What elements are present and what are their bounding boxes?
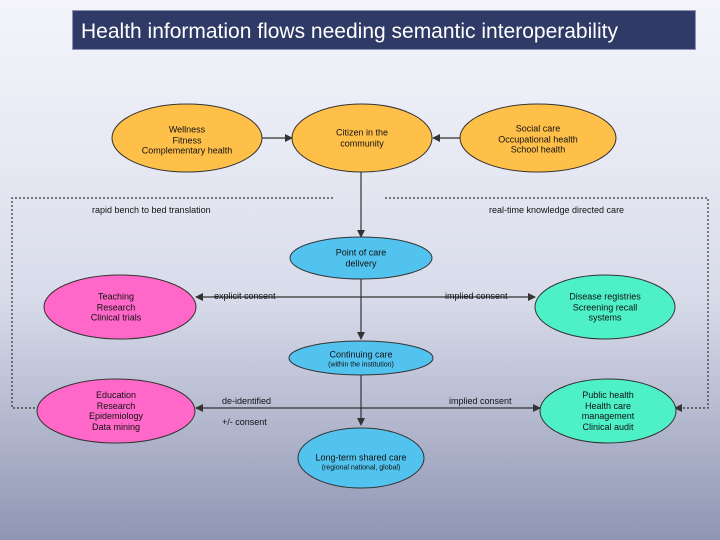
wellness-node [111, 103, 263, 173]
citizen-line: Citizen in the [335, 127, 389, 138]
point-of-care-node [289, 236, 433, 280]
teaching-label: Teaching Research Clinical trials [91, 291, 142, 323]
social-node [459, 103, 617, 173]
realtime-care-loop [385, 197, 709, 412]
citizen-label: Citizen in the community [336, 128, 388, 149]
social-label: Social care Occupational health School h… [498, 123, 578, 155]
public-health-line: Public health [582, 390, 634, 400]
continuing-node [288, 340, 434, 376]
education-line: Education [95, 390, 137, 400]
social-line: Occupational health [498, 133, 578, 144]
disease-label: Disease registries Screening recall syst… [569, 291, 641, 323]
consent-label: +/- consent [222, 417, 267, 427]
continuing-line: Continuing care [329, 349, 393, 360]
rapid-translation-label: rapid bench to bed translation [92, 205, 211, 215]
deidentified-label: de-identified [222, 396, 272, 406]
slide-title: Health information flows needing semanti… [81, 20, 618, 43]
teaching-line: Research [96, 301, 136, 312]
teaching-line: Clinical trials [90, 312, 142, 323]
realtime-care-label: real-time knowledge directed care [489, 205, 625, 215]
public-health-node [539, 378, 677, 444]
continuing-sub: (within the institution) [328, 361, 394, 368]
social-line: Social care [515, 123, 561, 134]
disease-line: systems [588, 312, 622, 323]
education-label: Education Research Epidemiology Data min… [89, 390, 143, 432]
social-line: School health [510, 144, 566, 155]
longterm-line: Long-term shared care [315, 452, 407, 463]
teaching-line: Teaching [97, 291, 135, 302]
citizen-node [291, 103, 433, 173]
explicit-consent-label: explicit consent [214, 291, 276, 301]
public-health-line: Health care [584, 400, 632, 411]
public-health-line: Clinical audit [582, 421, 634, 432]
public-health-line: management [581, 411, 635, 421]
longterm-sub: (regional national, global) [321, 464, 401, 471]
rapid-translation-loop [11, 197, 333, 412]
disease-line: Screening recall [572, 301, 638, 312]
implied-consent-label: implied consent [445, 291, 508, 301]
title-bar: Health information flows needing semanti… [72, 10, 696, 50]
wellness-line: Fitness [172, 134, 202, 145]
continuing-label: Continuing care (within the institution) [328, 350, 394, 371]
longterm-node [297, 427, 425, 489]
teaching-node [43, 274, 197, 340]
disease-node [534, 274, 676, 340]
public-health-label: Public health Health care management Cli… [582, 390, 635, 432]
education-line: Data mining [91, 421, 141, 432]
citizen-line: community [340, 138, 384, 148]
point-of-care-line: delivery [345, 258, 377, 268]
point-of-care-label: Point of care delivery [336, 248, 387, 269]
education-line: Research [96, 400, 136, 411]
disease-line: Disease registries [569, 291, 641, 302]
education-line: Epidemiology [88, 411, 144, 421]
wellness-label: Wellness Fitness Complementary health [142, 124, 233, 156]
point-of-care-line: Point of care [335, 247, 387, 258]
wellness-line: Wellness [168, 124, 206, 135]
wellness-line: Complementary health [141, 145, 233, 156]
longterm-label: Long-term shared care (regional national… [315, 453, 406, 474]
implied-consent-label: implied consent [449, 396, 512, 406]
education-node [36, 378, 196, 444]
